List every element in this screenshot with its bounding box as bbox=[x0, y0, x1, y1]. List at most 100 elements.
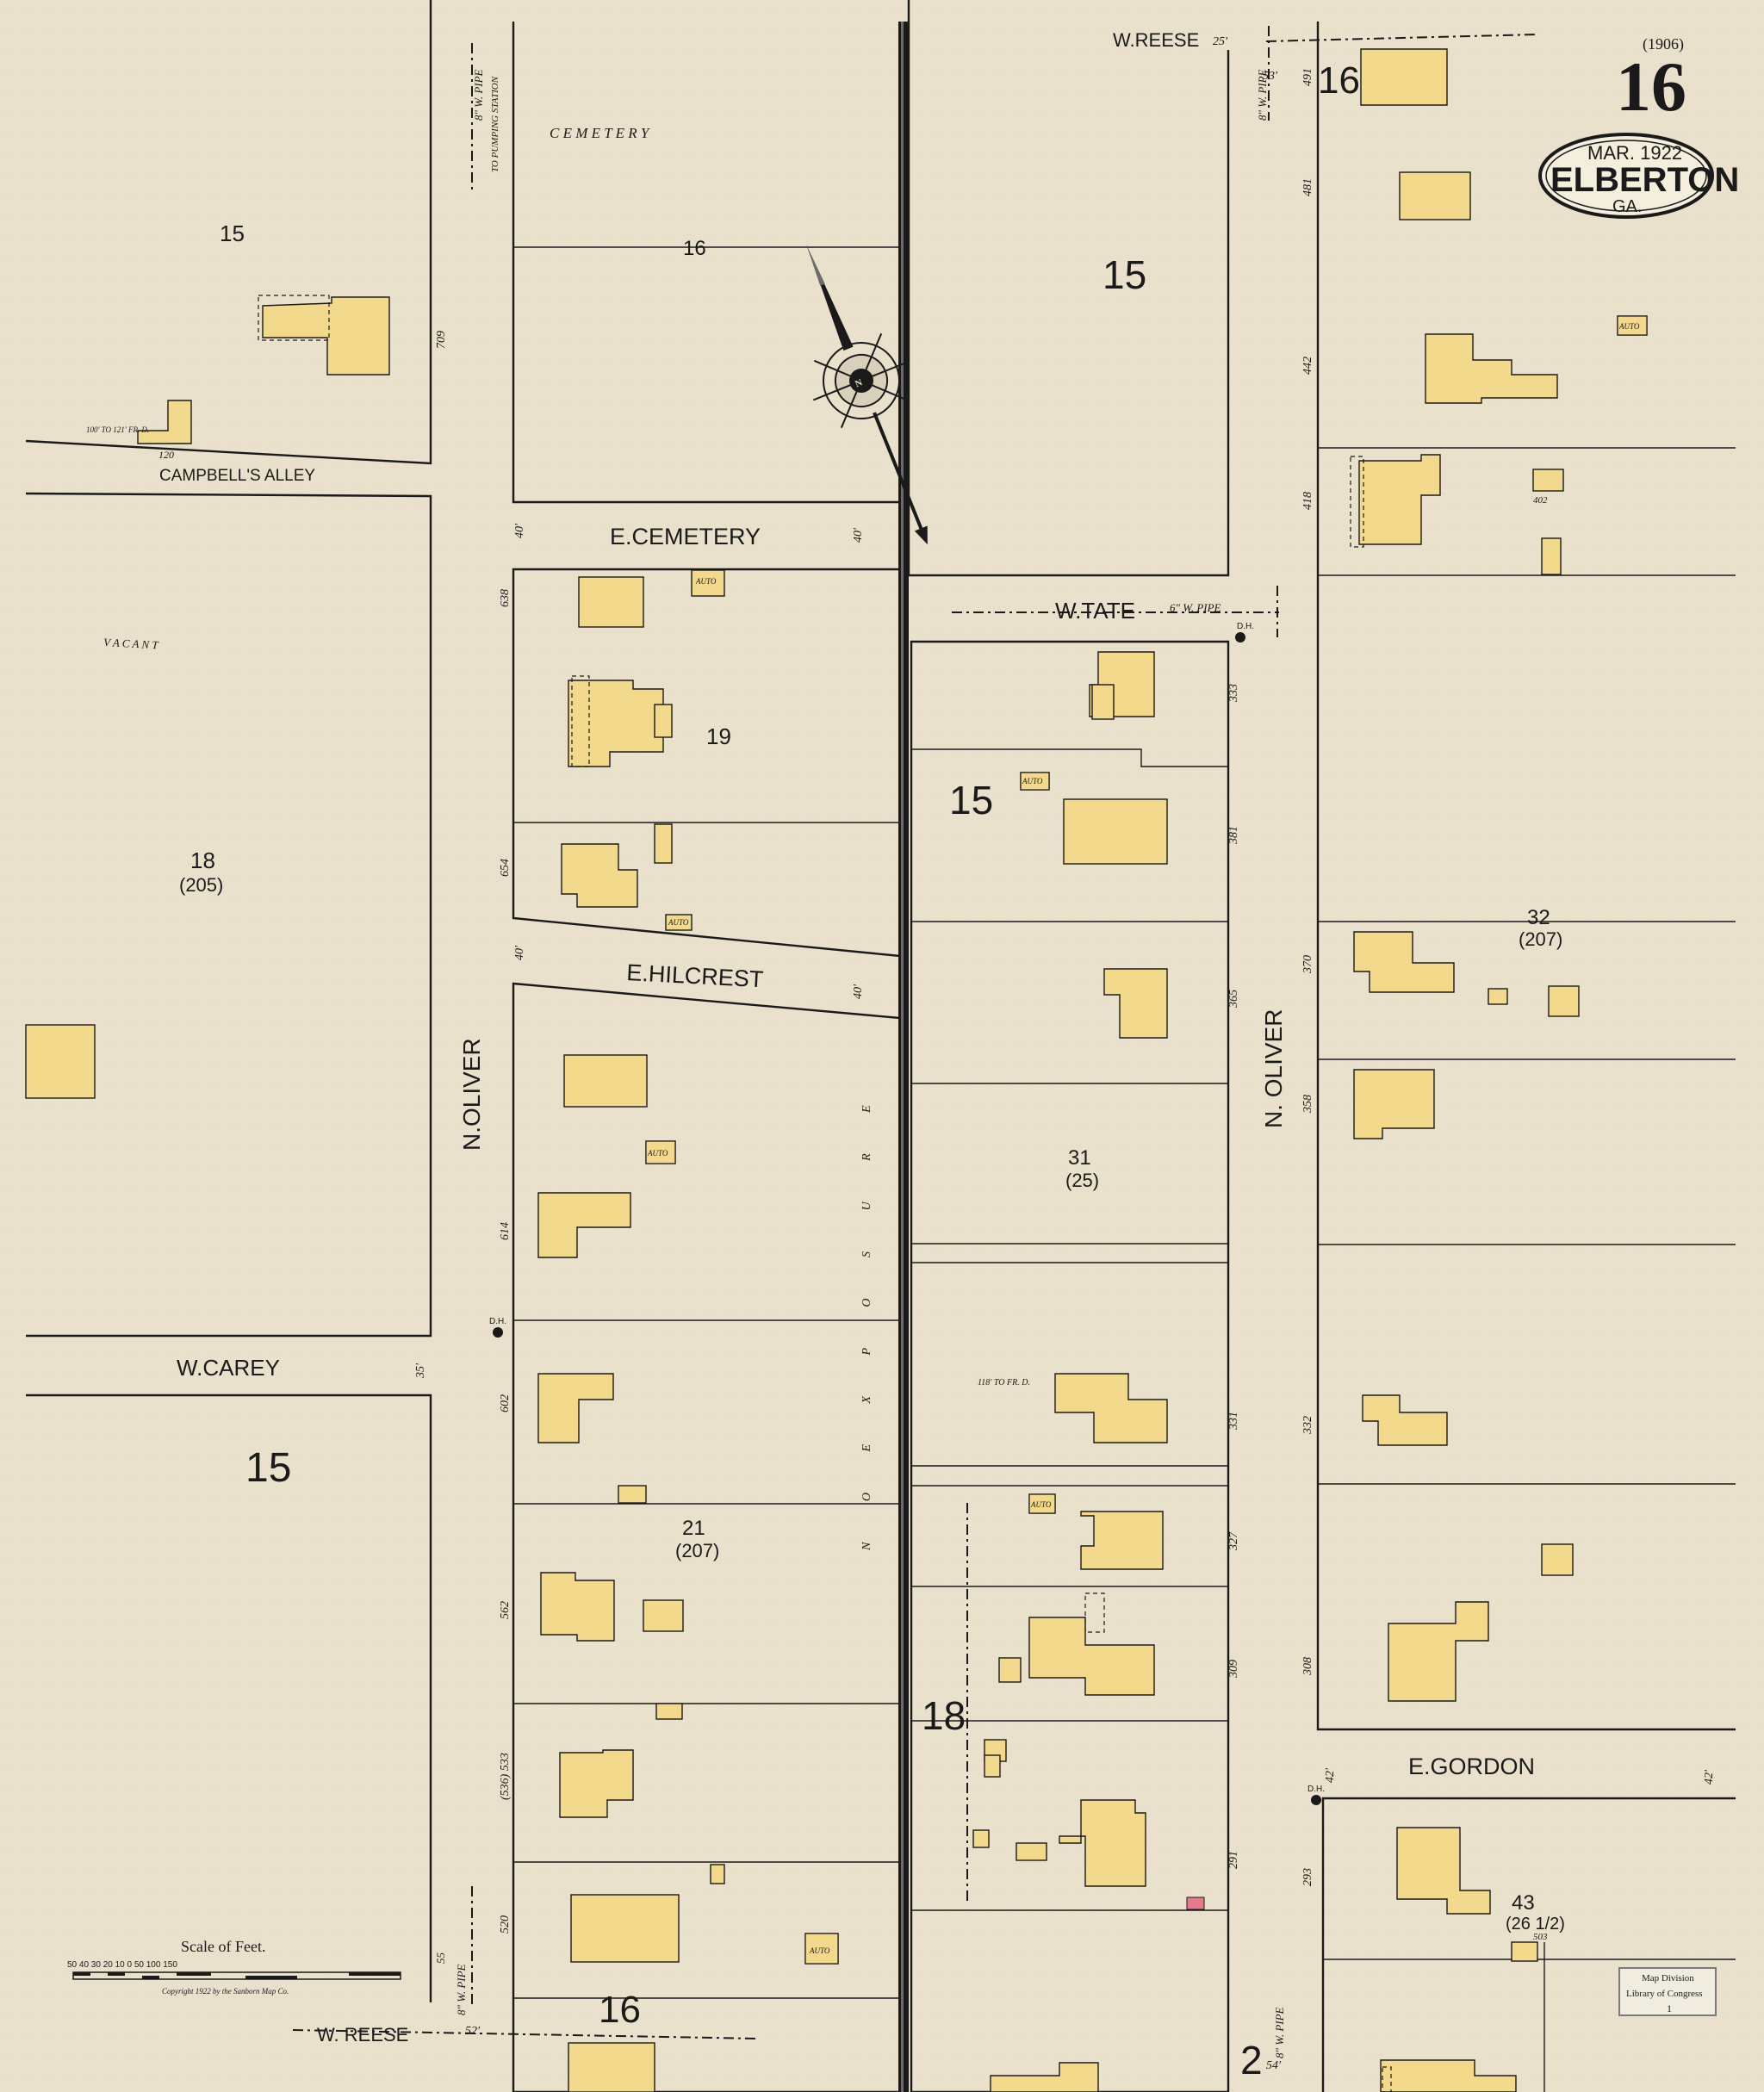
ref-block-43-sub: (26 1/2) bbox=[1506, 1915, 1565, 1934]
svg-text:N: N bbox=[854, 377, 864, 389]
addr-491: 491 bbox=[1301, 68, 1314, 86]
brick-building bbox=[1186, 1896, 1205, 1910]
street-n-oliver-left: N.OLIVER bbox=[458, 1038, 485, 1151]
label-dh-2: D.H. bbox=[489, 1317, 506, 1326]
label-pipe-top-right: 8" W. PIPE bbox=[1256, 69, 1269, 121]
library-stamp bbox=[1618, 1967, 1717, 2016]
label-auto-3: AUTO bbox=[1030, 1500, 1052, 1509]
ref-center-15: 15 bbox=[949, 778, 993, 823]
label-dh-1: D.H. bbox=[1237, 622, 1254, 631]
street-campbells-alley: CAMPBELL'S ALLEY bbox=[159, 467, 315, 485]
sheet-top-ref: (1906) bbox=[1643, 35, 1684, 53]
ref-block-32: 32 bbox=[1527, 906, 1550, 929]
label-auto-7: AUTO bbox=[668, 918, 689, 927]
ref-bottom-16: 16 bbox=[599, 1989, 641, 2031]
addr-654: 654 bbox=[499, 859, 512, 877]
addr-331: 331 bbox=[1227, 1412, 1240, 1431]
ref-block-19: 19 bbox=[706, 723, 731, 749]
addr-536: (536) 533 bbox=[499, 1753, 512, 1800]
addr-442: 442 bbox=[1301, 357, 1314, 375]
label-pipe-bottom-left: 8" W. PIPE bbox=[455, 1964, 468, 2015]
label-cemetery: C E M E T E R Y bbox=[550, 125, 650, 141]
street-w-carey: W.CAREY bbox=[177, 1355, 280, 1381]
label-pipe-top-left: 8" W. PIPE bbox=[472, 69, 485, 121]
label-auto-6: AUTO bbox=[695, 577, 717, 586]
label-exposure: N O E X P O S U R E bbox=[860, 1086, 873, 1551]
addr-35: 35' bbox=[414, 1363, 427, 1379]
street-w-reese-bottom: W. REESE bbox=[317, 2024, 408, 2045]
cartouche-state: GA. bbox=[1612, 197, 1642, 216]
stamp-line-2: Library of Congress bbox=[1626, 1989, 1703, 1999]
compass-rose: N bbox=[806, 245, 928, 545]
block-outlines bbox=[25, 0, 1736, 2092]
ref-block-21: 21 bbox=[682, 1517, 705, 1540]
label-auto-2: AUTO bbox=[1022, 777, 1043, 785]
scale-ticks: 50 40 30 20 10 0 50 100 150 bbox=[67, 1960, 177, 1970]
addr-25: 25' bbox=[1213, 35, 1228, 48]
ref-top-left-15: 15 bbox=[220, 220, 245, 246]
addr-503: 503 bbox=[1533, 1932, 1548, 1942]
addr-40a: 40' bbox=[513, 523, 526, 538]
ref-top-right-15: 15 bbox=[1102, 252, 1146, 297]
label-pipe-bottom-right: 8" W. PIPE bbox=[1273, 2007, 1286, 2058]
label-pumping-station: TO PUMPING STATION bbox=[490, 76, 500, 172]
addr-40b: 40' bbox=[852, 527, 865, 543]
addr-402: 402 bbox=[1533, 495, 1548, 506]
scale-title: Scale of Feet. bbox=[181, 1938, 265, 1955]
addr-520: 520 bbox=[499, 1915, 512, 1934]
label-pipe-tate: 6" W. PIPE bbox=[1170, 601, 1221, 614]
addr-709: 709 bbox=[435, 331, 448, 349]
ref-block-31: 31 bbox=[1068, 1146, 1091, 1170]
ref-block-32-sub: (207) bbox=[1519, 928, 1562, 950]
addr-614: 614 bbox=[499, 1222, 512, 1240]
ref-far-right-16: 16 bbox=[1318, 59, 1360, 102]
hydrants bbox=[493, 632, 1321, 1805]
addr-381: 381 bbox=[1227, 826, 1240, 845]
water-pipes bbox=[292, 26, 1538, 2039]
addr-293: 293 bbox=[1301, 1868, 1314, 1886]
addr-333: 333 bbox=[1227, 684, 1240, 703]
ref-bottom-left-15: 15 bbox=[245, 1445, 291, 1491]
railroad-line bbox=[898, 22, 909, 2092]
addr-55: 55 bbox=[434, 1952, 447, 1965]
addr-638: 638 bbox=[499, 589, 512, 607]
street-e-cemetery: E.CEMETERY bbox=[610, 524, 761, 549]
addr-308: 308 bbox=[1301, 1657, 1314, 1676]
ref-bottom-2: 2 bbox=[1240, 2038, 1263, 2083]
stamp-line-1: Map Division bbox=[1642, 1973, 1694, 1983]
addr-358: 358 bbox=[1301, 1095, 1314, 1114]
addr-365: 365 bbox=[1227, 990, 1240, 1009]
addr-327: 327 bbox=[1227, 1531, 1240, 1551]
ref-block-21-sub: (207) bbox=[675, 1540, 719, 1561]
scale-bar bbox=[72, 1971, 401, 1980]
street-w-reese-top: W.REESE bbox=[1113, 29, 1199, 51]
title-cartouche bbox=[1538, 133, 1714, 219]
street-w-tate: W.TATE bbox=[1055, 598, 1135, 624]
addr-418: 418 bbox=[1301, 492, 1314, 510]
addr-481: 481 bbox=[1301, 178, 1314, 196]
addr-52: 52' bbox=[465, 2025, 481, 2038]
addr-42b: 42' bbox=[1703, 1769, 1716, 1785]
stamp-line-3: 1 bbox=[1667, 2002, 1672, 2014]
addr-53: 53' bbox=[1263, 70, 1278, 83]
copyright: Copyright 1922 by the Sanborn Map Co. bbox=[162, 1987, 289, 1996]
addr-562: 562 bbox=[499, 1601, 512, 1619]
addr-291: 291 bbox=[1227, 1851, 1240, 1869]
addr-309: 309 bbox=[1227, 1660, 1240, 1679]
cartouche-date: MAR. 1922 bbox=[1587, 142, 1682, 164]
label-vacant: V A C A N T bbox=[103, 636, 159, 651]
sheet-number: 16 bbox=[1616, 47, 1686, 126]
auto-garages bbox=[645, 315, 1648, 1965]
label-auto-5: AUTO bbox=[1618, 322, 1640, 331]
ref-mid-left-18-sub: (205) bbox=[179, 874, 223, 896]
label-fire-dept-1: 100' TO 121' FR. D. bbox=[86, 425, 149, 434]
addr-332: 332 bbox=[1301, 1416, 1314, 1435]
addr-40c: 40' bbox=[513, 945, 526, 960]
addr-602: 602 bbox=[499, 1394, 512, 1412]
addr-40d: 40' bbox=[852, 984, 865, 999]
addr-54: 54' bbox=[1266, 2059, 1282, 2072]
label-fire-dept-2: 118' TO FR. D. bbox=[978, 1378, 1030, 1387]
label-dh-3: D.H. bbox=[1307, 1785, 1325, 1794]
ref-block-31-sub: (25) bbox=[1065, 1170, 1099, 1191]
map-text: 16 (1906) MAR. 1922 ELBERTON GA. W.REESE… bbox=[67, 29, 1739, 2083]
